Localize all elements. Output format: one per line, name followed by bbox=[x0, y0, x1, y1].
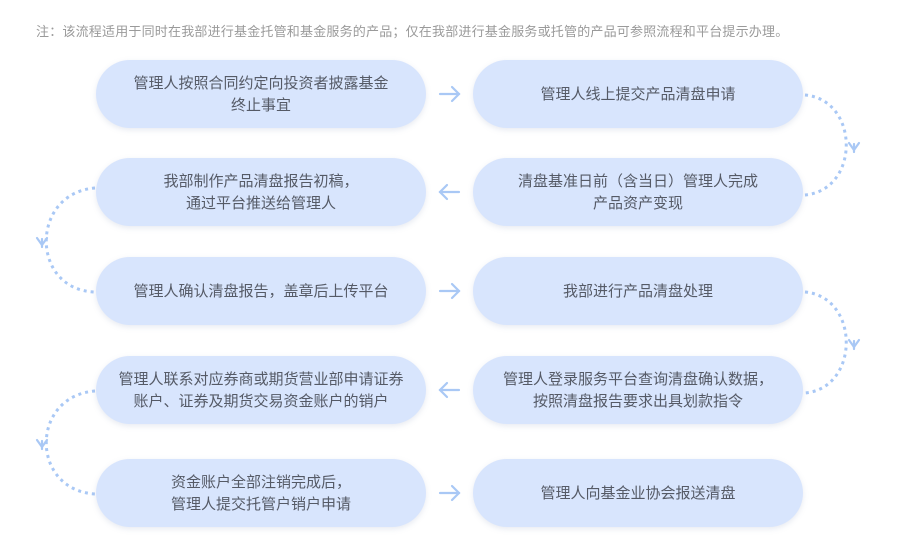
arrow-right-icon bbox=[438, 85, 461, 103]
dotted-connector bbox=[804, 93, 848, 197]
arrow-right-icon bbox=[438, 282, 461, 300]
chevron-down-icon bbox=[35, 236, 49, 249]
step-2: 管理人线上提交产品清盘申请 bbox=[473, 60, 803, 128]
step-6: 我部进行产品清盘处理 bbox=[473, 257, 803, 325]
step-7: 管理人登录服务平台查询清盘确认数据， 按照清盘报告要求出具划款指令 bbox=[473, 356, 803, 424]
step-5: 管理人确认清盘报告，盖章后上传平台 bbox=[96, 257, 426, 325]
step-text: 按照清盘报告要求出具划款指令 bbox=[532, 392, 743, 410]
step-3: 清盘基准日前（含当日）管理人完成产品资产变现 bbox=[473, 158, 803, 226]
chevron-down-icon bbox=[847, 141, 861, 154]
step-text: 清盘基准日前（含当日）管理人完成 bbox=[517, 172, 758, 190]
arrow-left-icon bbox=[438, 381, 461, 399]
arrow-right-icon bbox=[438, 484, 461, 502]
step-text: 管理人按照合同约定向投资者披露基金 bbox=[133, 74, 389, 92]
step-text: 终止事宜 bbox=[230, 96, 291, 114]
step-text: 管理人线上提交产品清盘申请 bbox=[540, 85, 736, 103]
step-text: 通过平台推送给管理人 bbox=[185, 194, 336, 212]
dotted-connector bbox=[44, 186, 96, 294]
step-text: 管理人向基金业协会报送清盘 bbox=[540, 484, 736, 502]
step-text: 管理人联系对应券商或期货营业部申请证券 bbox=[118, 370, 404, 388]
step-text: 管理人登录服务平台查询清盘确认数据， bbox=[502, 370, 773, 388]
arrow-left-icon bbox=[438, 183, 461, 201]
step-4: 我部制作产品清盘报告初稿， 通过平台推送给管理人 bbox=[96, 158, 426, 226]
flow-note: 注：该流程适用于同时在我部进行基金托管和基金服务的产品；仅在我部进行基金服务或托… bbox=[36, 25, 789, 40]
step-text: 资金账户全部注销完成后， bbox=[170, 473, 351, 491]
step-text: 管理人提交托管户销户申请 bbox=[170, 495, 351, 513]
step-text: 账户、证券及期货交易资金账户的销户 bbox=[133, 392, 389, 410]
dotted-connector bbox=[804, 290, 848, 395]
step-8: 管理人联系对应券商或期货营业部申请证券账户、证券及期货交易资金账户的销户 bbox=[96, 356, 426, 424]
step-1: 管理人按照合同约定向投资者披露基金终止事宜 bbox=[96, 60, 426, 128]
chevron-down-icon bbox=[35, 438, 49, 451]
step-text: 产品资产变现 bbox=[592, 194, 683, 212]
step-10: 管理人向基金业协会报送清盘 bbox=[473, 459, 803, 527]
dotted-connector bbox=[44, 389, 96, 496]
step-text: 我部制作产品清盘报告初稿， bbox=[163, 172, 359, 190]
chevron-down-icon bbox=[847, 338, 861, 351]
step-text: 管理人确认清盘报告，盖章后上传平台 bbox=[133, 282, 389, 300]
step-text: 我部进行产品清盘处理 bbox=[562, 282, 713, 300]
step-9: 资金账户全部注销完成后， 管理人提交托管户销户申请 bbox=[96, 459, 426, 527]
